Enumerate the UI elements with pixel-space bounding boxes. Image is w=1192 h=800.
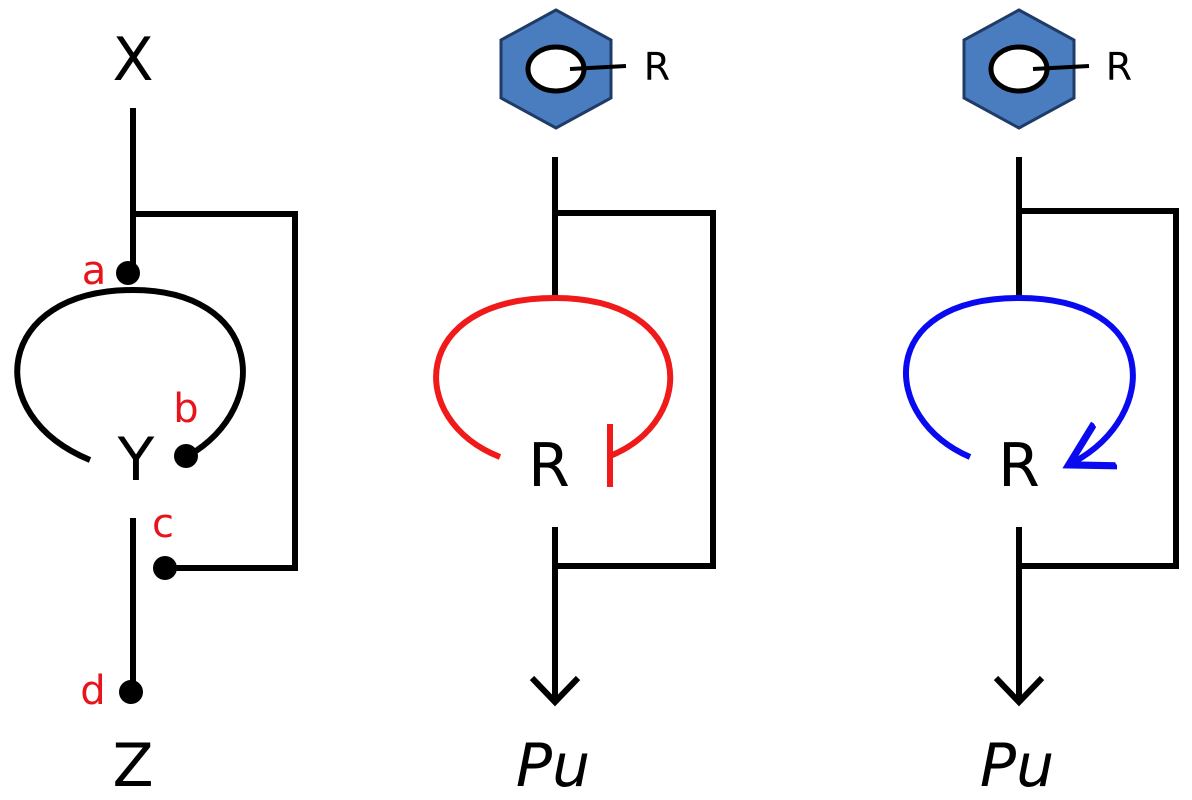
node-r-middle: R	[528, 431, 570, 501]
panel-right: R R Pu	[902, 8, 1179, 800]
point-label-b: b	[173, 386, 198, 432]
input-node-x: X	[112, 25, 153, 95]
output-pu-middle: Pu	[516, 731, 590, 800]
output-pu-right: Pu	[980, 731, 1054, 800]
point-b-dot	[174, 444, 198, 468]
point-d-dot	[119, 680, 143, 704]
left-feedforward-wire	[133, 211, 298, 571]
aromatic-ring-icon	[499, 8, 627, 130]
right-output-arrowhead	[993, 675, 1045, 707]
point-label-d: d	[80, 668, 105, 714]
point-c-dot	[153, 556, 177, 580]
ring-substituent-r-right: R	[1106, 45, 1132, 89]
aromatic-ring-icon	[962, 8, 1090, 130]
activation-loop-arc	[902, 294, 1136, 462]
middle-feedforward-wire	[555, 210, 716, 569]
right-feedforward-wire	[1019, 208, 1179, 569]
panel-left: X a Y b c d Z	[14, 25, 298, 800]
point-a-dot	[116, 261, 140, 285]
middle-node-y: Y	[117, 425, 155, 495]
left-loop-arc	[14, 286, 246, 463]
point-label-c: c	[152, 501, 174, 547]
ring-substituent-r-middle: R	[644, 45, 670, 89]
node-r-right: R	[998, 431, 1040, 501]
output-node-z: Z	[112, 731, 153, 800]
point-label-a: a	[82, 248, 107, 294]
panel-middle: R R Pu	[433, 8, 716, 800]
repression-loop-arc	[433, 294, 674, 460]
middle-output-arrowhead	[529, 675, 581, 707]
